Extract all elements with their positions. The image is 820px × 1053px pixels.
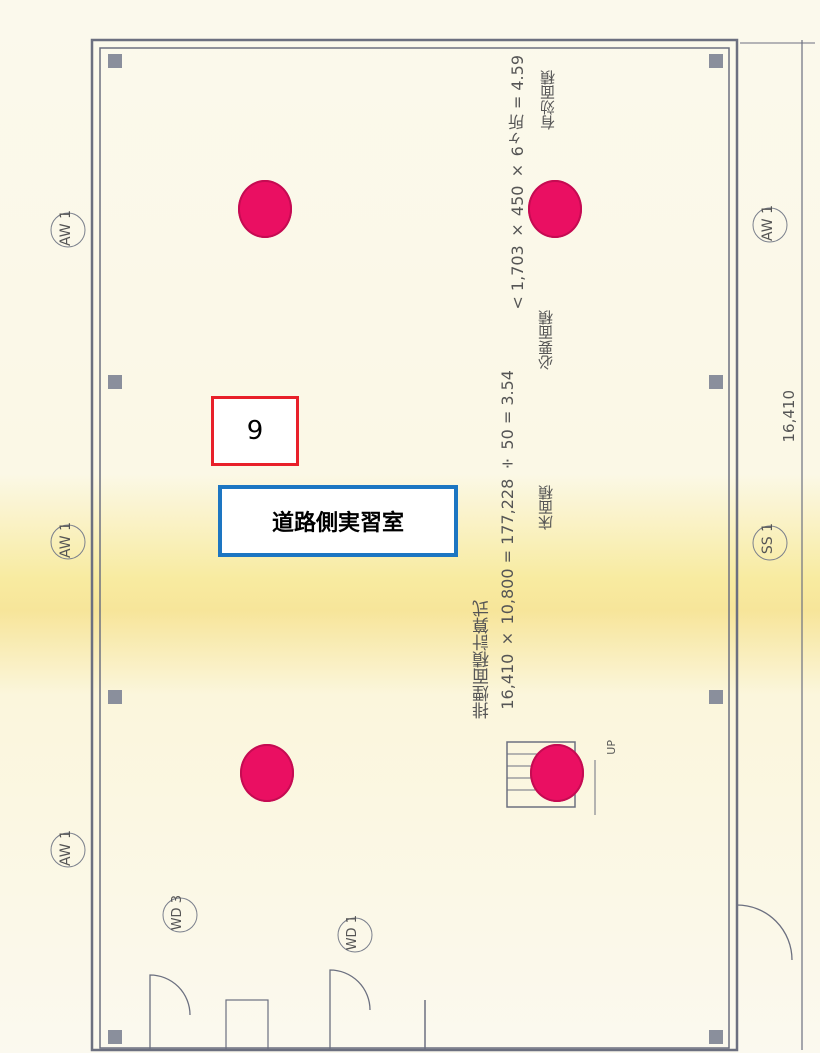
stair-up-label: UP [605, 740, 618, 755]
window-tag: WD 1 [345, 915, 360, 951]
window-tag-circle [752, 207, 788, 243]
dimension-label: 16,410 [780, 390, 798, 443]
window-tag-circle [337, 917, 373, 953]
formula-right: < 1,703 × 450 × 6ヶ所 = 4.59 [508, 55, 527, 310]
room-name-label: 道路側実習室 [218, 485, 458, 557]
marker-dot [530, 744, 584, 802]
formula-sub-floor-area: 床面積 [537, 485, 555, 530]
room-name-text: 道路側実習室 [271, 511, 404, 536]
column [108, 1030, 122, 1044]
window-tag-circle [50, 832, 86, 868]
marker-dot [240, 744, 294, 802]
column [108, 375, 122, 389]
window-tag: AW 1 [58, 522, 74, 559]
column [709, 690, 723, 704]
room-number-label: 9 [211, 396, 299, 466]
window-tag: AW 1 [58, 830, 74, 867]
window-tag: AW 1 [58, 210, 74, 247]
window-tag: WD 3 [170, 895, 185, 931]
inner-wall [99, 47, 730, 1049]
marker-dot [528, 180, 582, 238]
formula-main: 16,410 × 10,800 = 177,228 ÷ 50 = 3.54 [498, 370, 517, 710]
window-tag-circle [50, 524, 86, 560]
column [108, 54, 122, 68]
marker-dot [238, 180, 292, 238]
partition [225, 999, 269, 1051]
formula-sub-required-area: 必要面積 [537, 310, 555, 370]
formula-right-sub: 有効面積 [539, 70, 557, 130]
window-tag-circle [752, 525, 788, 561]
door-swing [736, 904, 793, 961]
window-tag-circle [50, 212, 86, 248]
window-tag: SS 1 [760, 523, 776, 555]
window-tag: AW 1 [760, 205, 776, 242]
window-tag-circle [162, 897, 198, 933]
door-swing [149, 974, 191, 1050]
formula-title: 排煙面積計算式 [473, 600, 493, 719]
room-number-text: 9 [246, 416, 264, 446]
column [108, 690, 122, 704]
outer-wall [90, 38, 739, 1052]
column [709, 54, 723, 68]
column [709, 375, 723, 389]
door-swing [329, 969, 371, 1050]
column [709, 1030, 723, 1044]
